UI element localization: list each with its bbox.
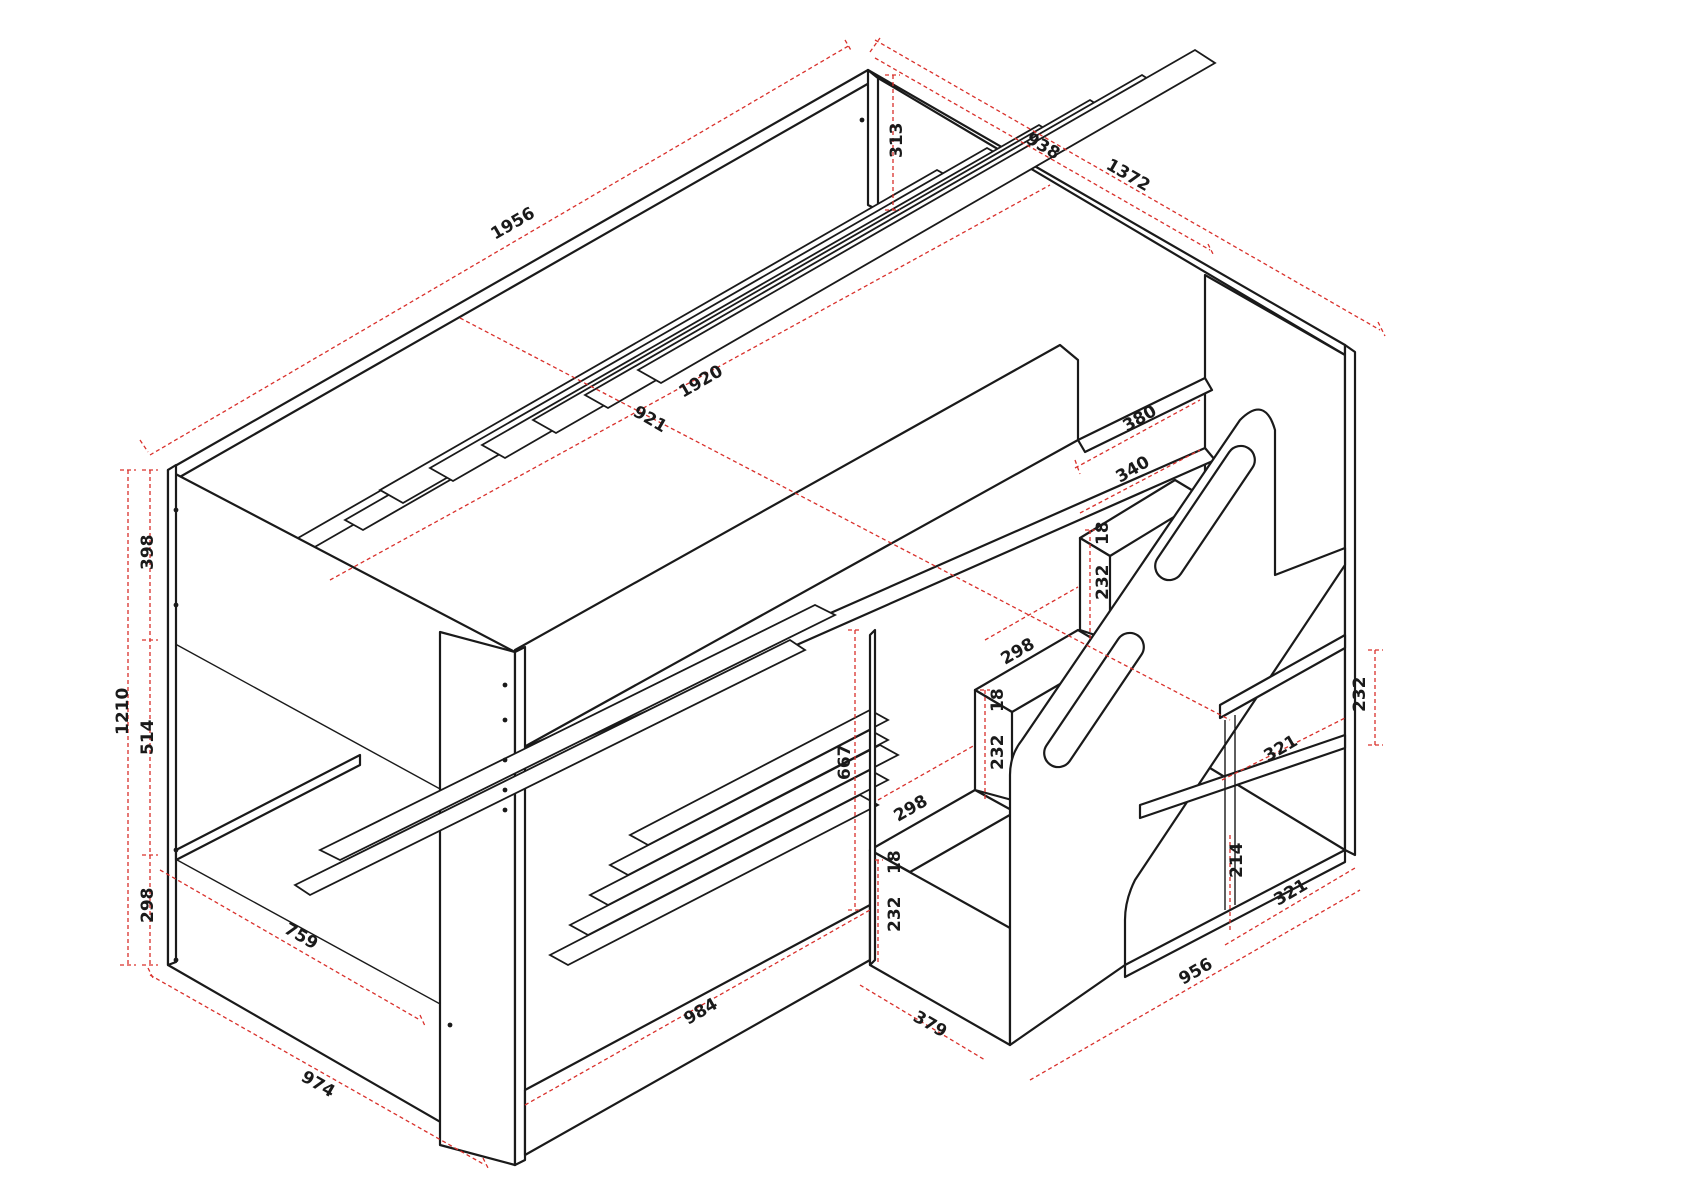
dimension-line [877,744,976,801]
lower-rear-rail [174,753,362,862]
dim-base-height: 298 [138,888,158,924]
dimension-line [159,869,421,1021]
dimension-line [1074,399,1201,469]
dim-shelf-height-lower: 214 [1227,842,1247,878]
dim-step3-thickness: 18 [1093,521,1113,545]
shelf-middle [1138,733,1347,820]
stair-step-1-side [868,628,877,967]
front-corner-post-edge [513,645,527,1167]
dimension-line [1207,243,1215,257]
dimension-line [874,57,1211,251]
dim-upper-panel: 398 [138,535,158,571]
dim-lower-clearance: 514 [138,719,158,755]
dimension-line [419,1014,426,1027]
dimension-line [524,909,871,1106]
dimension-lines [120,37,1386,1171]
dimension-line [1029,889,1361,1081]
upper-slats [296,48,1217,550]
dim-overall-height: 1210 [113,688,133,735]
bolt-holes [173,117,865,1028]
foot-end-edge [166,463,178,967]
dim-overall-length: 1956 [488,203,539,244]
dim-step3-rise: 232 [1093,565,1113,601]
dimension-line [1074,459,1081,475]
shelf-upper [1218,633,1347,720]
dimension-line [459,317,1231,721]
dimension-line [984,586,1079,641]
handle-cutout-upper [1154,444,1256,582]
dimension-line [149,44,851,456]
head-end-panel [866,68,880,212]
dimension-line [874,39,1381,331]
dim-step2-rise: 232 [988,735,1008,771]
dim-step1-rise: 232 [885,897,905,933]
dim-mattress-width: 921 [630,402,671,437]
dim-step1-thickness: 18 [885,850,905,874]
dimension-line [859,984,986,1061]
handle-cutout-lower [1043,631,1145,769]
dimension-line [869,37,881,53]
shelf-bottom [1123,848,1347,979]
dimension-line [844,39,853,53]
stair-step-1-front [868,848,1012,1047]
dim-under-bed-height: 667 [835,745,855,781]
dimension-line [139,439,149,453]
dim-side-shelf-height: 232 [1350,677,1370,713]
front-corner-post [438,630,517,1167]
dimension-line [149,974,486,1166]
dim-top-rail-height: 313 [887,123,907,159]
dim-step2-thickness: 18 [988,688,1008,712]
dimension-line [147,967,155,981]
lower-slats [293,603,900,967]
dim-base-width: 974 [298,1067,339,1102]
dimension-line [1221,717,1346,781]
upper-right-rail [1076,376,1214,454]
dimension-line [329,184,1051,581]
dim-overall-depth: 1372 [1103,155,1154,196]
dimension-line [1377,321,1386,337]
bed-structure [166,48,1357,1167]
dimension-line [482,1157,490,1171]
dim-stair-unit-depth: 379 [910,1007,951,1042]
stair-side-stringer [1008,408,1347,1047]
stair-back-edge [1343,343,1357,857]
dimension-line [1079,449,1201,514]
